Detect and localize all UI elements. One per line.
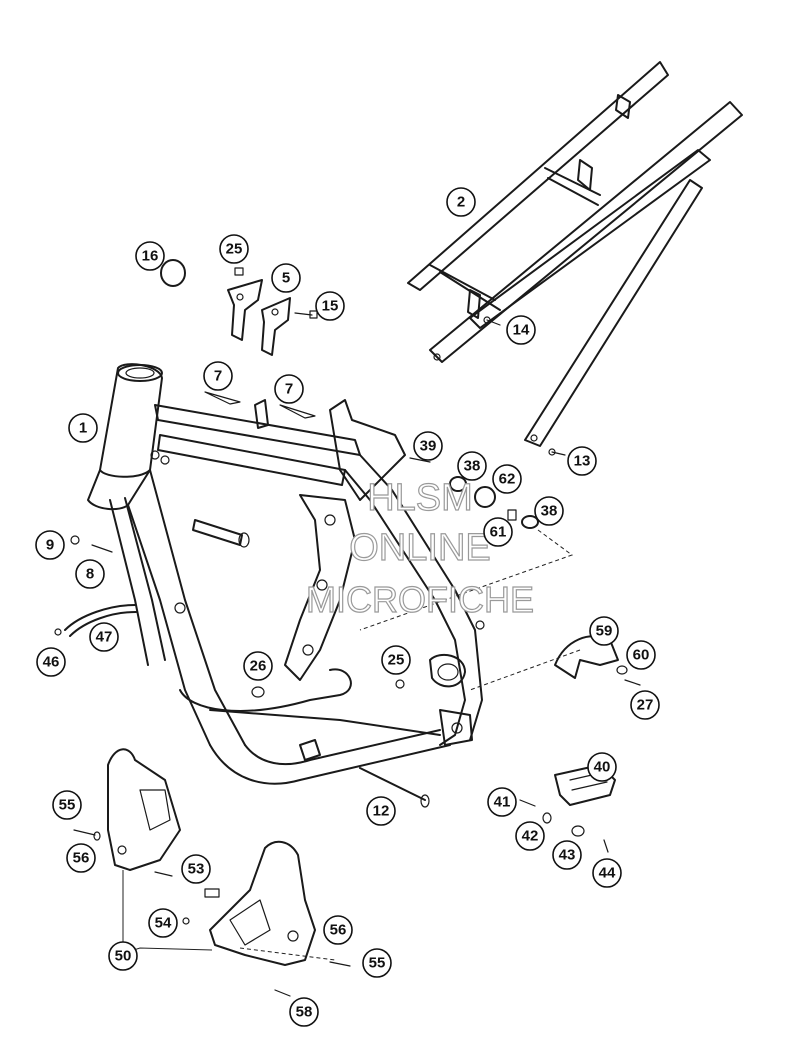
callout-43: 43 <box>552 840 582 870</box>
frame-protector-right <box>209 840 316 966</box>
hardware-fasteners <box>54 267 641 997</box>
callout-44: 44 <box>592 858 622 888</box>
svg-text:55: 55 <box>369 955 386 972</box>
callout-54: 54 <box>148 908 178 938</box>
svg-text:61: 61 <box>490 524 507 541</box>
svg-text:55: 55 <box>59 797 76 814</box>
callout-12: 12 <box>366 796 396 826</box>
svg-text:14: 14 <box>513 322 530 339</box>
hose-part <box>64 604 136 631</box>
watermark-line1: HLSM <box>367 477 473 519</box>
svg-text:59: 59 <box>596 623 613 640</box>
svg-text:15: 15 <box>322 298 339 315</box>
callout-61: 61 <box>483 517 513 547</box>
callout-7a: 7 <box>203 361 233 391</box>
callout-14: 14 <box>506 315 536 345</box>
callout-40: 40 <box>587 752 617 782</box>
svg-text:50: 50 <box>115 948 132 965</box>
callout-56a: 56 <box>66 843 96 873</box>
svg-text:5: 5 <box>282 270 290 287</box>
svg-text:60: 60 <box>633 647 650 664</box>
main-frame-part <box>87 363 485 785</box>
plug-part <box>160 259 186 287</box>
svg-text:38: 38 <box>541 503 558 520</box>
svg-text:8: 8 <box>86 566 94 583</box>
svg-text:25: 25 <box>388 652 405 669</box>
watermark-line2: ONLINE <box>349 527 490 569</box>
callout-62: 62 <box>492 464 522 494</box>
callout-1: 1 <box>68 413 98 443</box>
svg-text:53: 53 <box>188 861 205 878</box>
callout-27: 27 <box>630 690 660 720</box>
callout-47: 47 <box>89 622 119 652</box>
svg-text:58: 58 <box>296 1004 313 1021</box>
callout-38a: 38 <box>457 451 487 481</box>
svg-text:16: 16 <box>142 248 159 265</box>
svg-text:39: 39 <box>420 438 437 455</box>
svg-text:42: 42 <box>522 828 539 845</box>
callout-25b: 25 <box>381 645 411 675</box>
engine-mount-plates <box>227 279 291 356</box>
callout-56b: 56 <box>323 915 353 945</box>
svg-text:62: 62 <box>499 471 516 488</box>
svg-text:26: 26 <box>250 658 267 675</box>
callout-59: 59 <box>589 616 619 646</box>
callout-55a: 55 <box>52 790 82 820</box>
callout-38b: 38 <box>534 496 564 526</box>
svg-text:27: 27 <box>637 697 654 714</box>
svg-text:7: 7 <box>214 368 222 385</box>
svg-text:1: 1 <box>79 420 87 437</box>
svg-text:56: 56 <box>73 850 90 867</box>
callout-2: 2 <box>446 187 476 217</box>
part-callouts: 1 2 5 7 7 8 9 12 13 14 15 16 25 25 26 27… <box>35 187 660 1027</box>
callout-42: 42 <box>515 821 545 851</box>
svg-text:9: 9 <box>46 537 54 554</box>
callout-25a: 25 <box>219 234 249 264</box>
watermark-line3: MICROFICHE <box>306 579 534 620</box>
callout-50: 50 <box>108 941 138 971</box>
watermark: HLSM ONLINE MICROFICHE <box>305 476 534 620</box>
subframe-part <box>407 61 743 447</box>
svg-text:44: 44 <box>599 865 616 882</box>
svg-text:2: 2 <box>457 194 465 211</box>
callout-41: 41 <box>487 787 517 817</box>
svg-text:12: 12 <box>373 803 390 820</box>
callout-60: 60 <box>626 640 656 670</box>
direction-arrows <box>204 391 316 419</box>
svg-text:43: 43 <box>559 847 576 864</box>
svg-text:13: 13 <box>574 453 591 470</box>
svg-text:41: 41 <box>494 794 511 811</box>
callout-15: 15 <box>315 291 345 321</box>
svg-text:46: 46 <box>43 654 60 671</box>
callout-7b: 7 <box>274 374 304 404</box>
callout-39: 39 <box>413 431 443 461</box>
svg-text:25: 25 <box>226 241 243 258</box>
callout-53: 53 <box>181 854 211 884</box>
callout-13: 13 <box>567 446 597 476</box>
callout-55b: 55 <box>362 948 392 978</box>
callout-26: 26 <box>243 651 273 681</box>
svg-text:38: 38 <box>464 458 481 475</box>
svg-text:56: 56 <box>330 922 347 939</box>
callout-9: 9 <box>35 530 65 560</box>
callout-46: 46 <box>36 647 66 677</box>
svg-text:47: 47 <box>96 629 113 646</box>
svg-text:40: 40 <box>594 759 611 776</box>
svg-text:7: 7 <box>285 381 293 398</box>
callout-16: 16 <box>135 241 165 271</box>
svg-text:54: 54 <box>155 915 172 932</box>
callout-8: 8 <box>75 559 105 589</box>
callout-58: 58 <box>289 997 319 1027</box>
callout-5: 5 <box>271 263 301 293</box>
frame-protector-left <box>107 748 181 871</box>
